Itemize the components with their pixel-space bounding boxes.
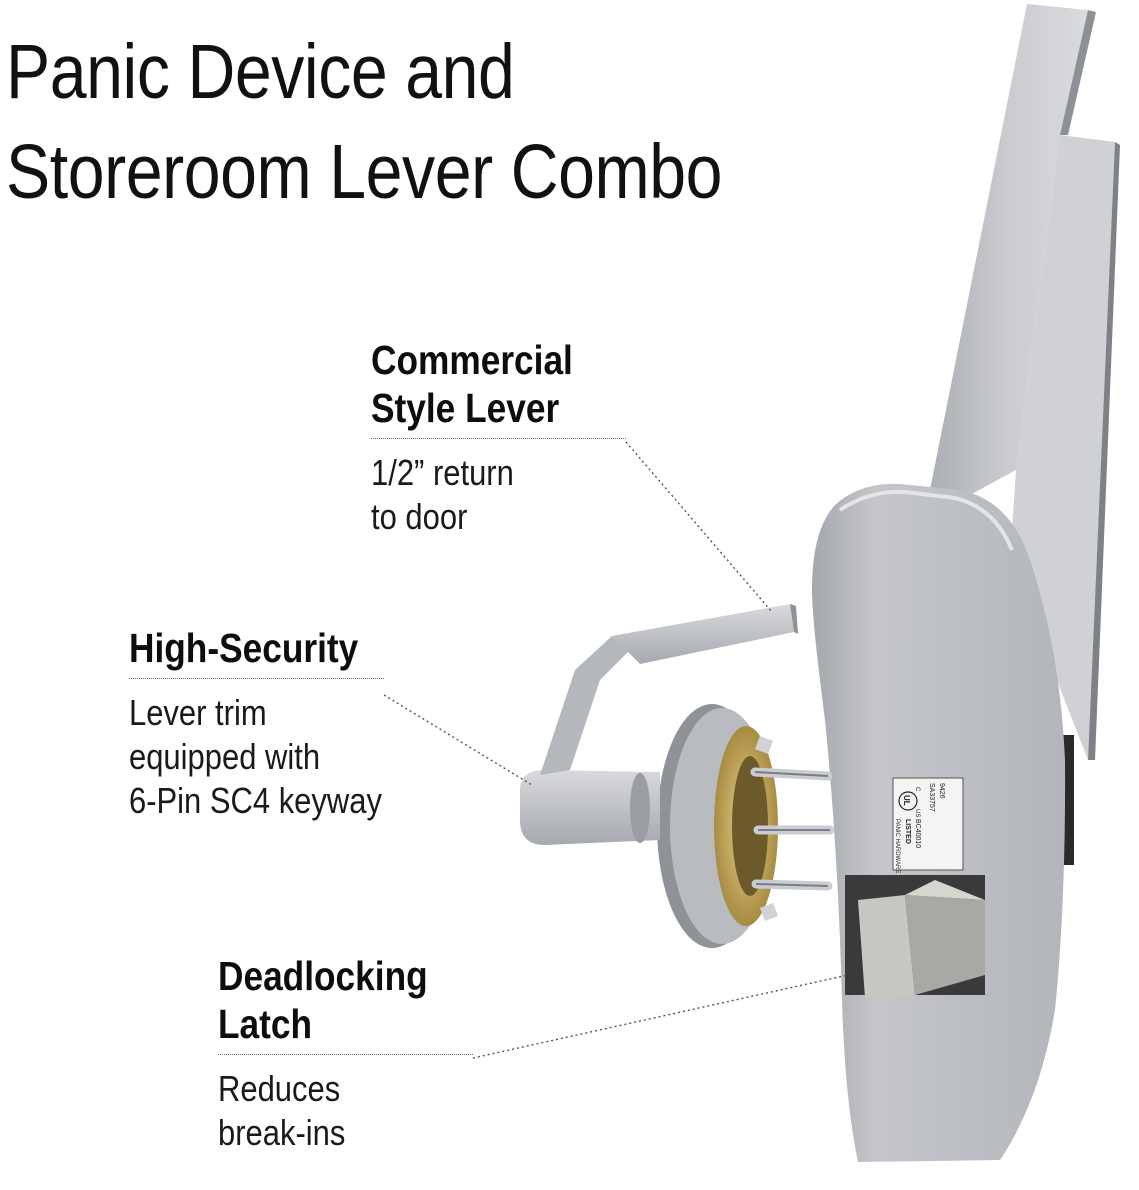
heading-line-2: Latch: [218, 1001, 313, 1047]
heading-line-1: High-Security: [129, 625, 359, 671]
leader-latch: [472, 974, 849, 1059]
heading-line-1: Commercial: [371, 337, 573, 383]
label-line-4: LISTED: [904, 819, 911, 844]
callout-body: Lever trim equipped with 6-Pin SC4 keywa…: [129, 691, 382, 823]
callout-heading: Commercial Style Lever: [371, 336, 590, 432]
body-line-2: to door: [371, 496, 468, 537]
body-line-1: Reduces: [218, 1068, 341, 1109]
callout-commercial-style-lever: Commercial Style Lever 1/2” return to do…: [371, 336, 626, 539]
ul-logo-icon: [898, 791, 918, 811]
divider: [129, 678, 384, 679]
title-line-1: Panic Device and: [6, 29, 515, 115]
commercial-lever: [520, 604, 798, 845]
label-line-2: SA33757: [928, 783, 935, 812]
callout-high-security: High-Security Lever trim equipped with 6…: [129, 624, 384, 823]
label-line-1: 9426: [938, 783, 945, 799]
body-line-3: 6-Pin SC4 keyway: [129, 780, 382, 821]
callout-body: Reduces break-ins: [218, 1067, 437, 1155]
label-line-3: BC40010: [914, 819, 921, 848]
body-line-2: equipped with: [129, 736, 321, 777]
heading-line-1: Deadlocking: [218, 953, 428, 999]
callout-body: 1/2” return to door: [371, 451, 590, 539]
callout-deadlocking-latch: Deadlocking Latch Reduces break-ins: [218, 952, 473, 1155]
title-line-2: Storeroom Lever Combo: [6, 129, 723, 215]
ul-mark: UL: [902, 795, 911, 806]
divider: [371, 438, 626, 439]
heading-line-2: Style Lever: [371, 385, 560, 431]
callout-heading: High-Security: [129, 624, 359, 672]
body-line-1: Lever trim: [129, 692, 267, 733]
deadlocking-latch: [845, 875, 985, 998]
page-title: Panic Device and Storeroom Lever Combo: [6, 22, 722, 222]
ul-c: C: [914, 787, 920, 792]
callout-heading: Deadlocking Latch: [218, 952, 437, 1048]
body-line-1: 1/2” return: [371, 452, 514, 493]
label-line-5: PANIC HARDWARE: [894, 819, 900, 873]
body-line-2: break-ins: [218, 1112, 346, 1153]
leader-lever: [625, 441, 773, 613]
callout-leaders: [383, 441, 849, 1059]
ul-us: US: [914, 809, 920, 817]
ul-label-plate: 9426 SA33757 BC40010 LISTED PANIC HARDWA…: [892, 777, 964, 873]
lever-rose-assembly: [657, 704, 835, 948]
leader-security: [383, 694, 533, 786]
divider: [218, 1054, 473, 1055]
